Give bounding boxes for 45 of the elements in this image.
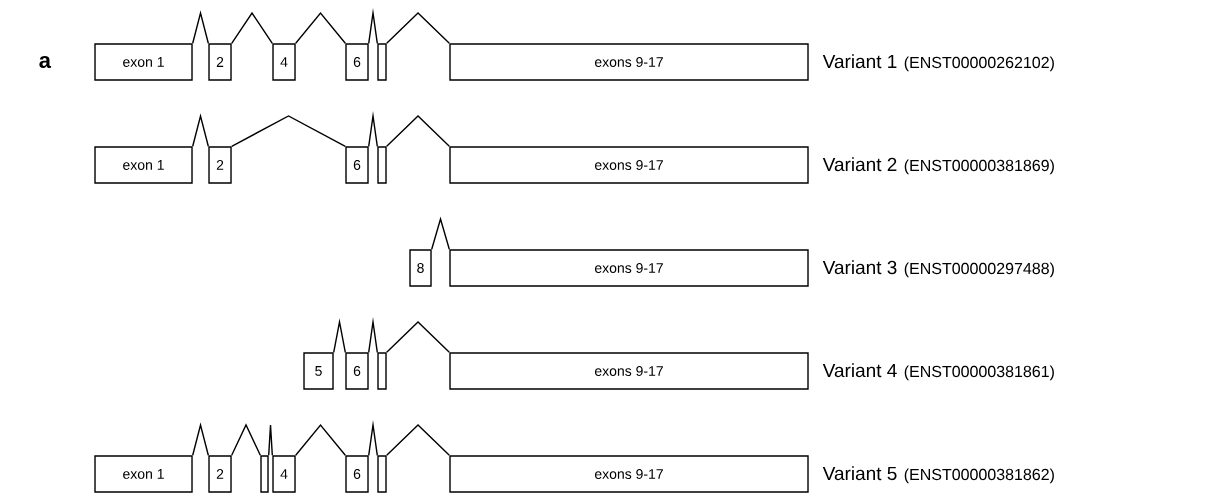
intron-line [231, 11, 273, 44]
exon-box: 6 [345, 352, 369, 390]
exon-box: 4 [272, 455, 296, 493]
exon-box: exon 1 [94, 455, 193, 493]
exon-box: exons 9-17 [449, 352, 809, 390]
intron-line [431, 216, 450, 250]
transcript-id: (ENST00000297488) [904, 262, 1054, 278]
exon-box: 6 [345, 43, 369, 81]
intron-line [368, 420, 378, 456]
exon-box: 2 [208, 455, 232, 493]
exon-box [377, 43, 387, 81]
intron-line [192, 422, 209, 456]
intron-line [368, 111, 378, 147]
intron-line [268, 424, 273, 456]
exon-box: 2 [208, 146, 232, 184]
exon-box [377, 455, 387, 493]
exon-box: exons 9-17 [449, 43, 809, 81]
exon-box: exon 1 [94, 43, 193, 81]
intron-line [231, 115, 346, 147]
exon-box [260, 455, 269, 493]
exon-box: 6 [345, 455, 369, 493]
intron-line [368, 8, 378, 44]
exon-box: 4 [272, 43, 296, 81]
transcript-id: (ENST00000262102) [904, 56, 1054, 72]
exon-box: exons 9-17 [449, 455, 809, 493]
intron-line [231, 423, 261, 456]
transcript-id: (ENST00000381869) [904, 159, 1054, 175]
exon-box: 5 [303, 352, 334, 390]
exon-box: exon 1 [94, 146, 193, 184]
intron-line [192, 113, 209, 147]
exon-box: exons 9-17 [449, 146, 809, 184]
exon-box: 2 [208, 43, 232, 81]
exon-box [377, 146, 387, 184]
intron-line [295, 423, 346, 456]
intron-line [295, 11, 346, 44]
exon-box: 6 [345, 146, 369, 184]
transcript-id: (ENST00000381862) [904, 468, 1054, 484]
intron-line [192, 10, 209, 44]
exon-box: exons 9-17 [449, 249, 809, 287]
transcript-id: (ENST00000381861) [904, 365, 1054, 381]
intron-line [333, 318, 346, 353]
intron-line [368, 317, 378, 353]
exon-box: 8 [409, 249, 432, 287]
exon-box [377, 352, 387, 390]
panel-letter: a [39, 55, 52, 68]
